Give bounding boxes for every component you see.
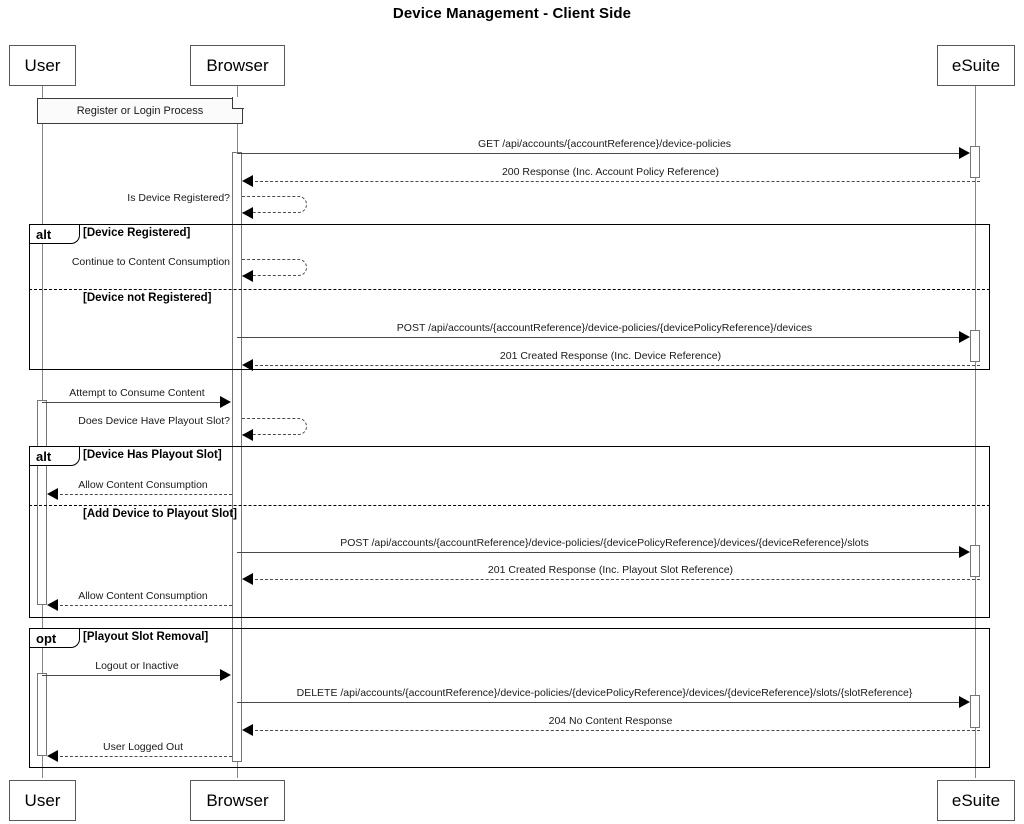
msg-post-devices-arrowhead-icon bbox=[959, 331, 970, 343]
msg-204-no-content-label: 204 No Content Response bbox=[548, 715, 673, 727]
msg-allow-content-consumption-2-label: Allow Content Consumption bbox=[78, 590, 208, 602]
msg-logout-or-inactive-arrowhead-icon bbox=[220, 669, 231, 681]
msg-is-device-registered-label: Is Device Registered? bbox=[127, 192, 230, 204]
msg-201-created-slot-label: 201 Created Response (Inc. Playout Slot … bbox=[487, 564, 734, 576]
activation-esuite-delete bbox=[970, 695, 980, 728]
msg-delete-slot-line bbox=[237, 702, 962, 703]
msg-get-device-policies-arrowhead-icon bbox=[959, 147, 970, 159]
participant-esuite-bottom[interactable]: eSuite bbox=[937, 780, 1015, 821]
participant-user-bottom[interactable]: User bbox=[9, 780, 76, 821]
fragment-alt-device-registration-guard-2: [Device not Registered] bbox=[83, 292, 212, 304]
activation-user-consume bbox=[37, 400, 47, 605]
fragment-alt-device-registration-divider bbox=[29, 289, 990, 290]
msg-does-device-have-playout-slot-loop bbox=[242, 418, 307, 435]
msg-is-device-registered-loop bbox=[242, 196, 307, 213]
msg-continue-to-content-consumption-arrowhead-icon bbox=[242, 270, 253, 282]
msg-post-slots-line bbox=[237, 552, 962, 553]
participant-browser-top[interactable]: Browser bbox=[190, 45, 285, 86]
participant-esuite-label-top: eSuite bbox=[951, 56, 1001, 75]
activation-browser-main bbox=[232, 152, 242, 762]
activation-user-logout bbox=[37, 673, 47, 756]
msg-allow-content-consumption-2-arrowhead-icon bbox=[47, 599, 58, 611]
note-register-or-login: Register or Login Process bbox=[37, 97, 244, 124]
msg-allow-content-consumption-2-line bbox=[55, 605, 232, 606]
lifeline-esuite bbox=[975, 86, 976, 778]
fragment-alt-playout-slot-operator: alt bbox=[30, 447, 80, 466]
fragment-alt-playout-slot-divider bbox=[29, 505, 990, 506]
msg-continue-to-content-consumption-label: Continue to Content Consumption bbox=[71, 256, 230, 268]
msg-200-response-line bbox=[250, 181, 980, 182]
activation-esuite-slots bbox=[970, 545, 980, 577]
participant-esuite-top[interactable]: eSuite bbox=[937, 45, 1015, 86]
msg-get-device-policies-label: GET /api/accounts/{accountReference}/dev… bbox=[477, 138, 732, 150]
msg-post-devices-line bbox=[237, 337, 962, 338]
participant-user-label-top: User bbox=[24, 56, 61, 75]
msg-delete-slot-arrowhead-icon bbox=[959, 696, 970, 708]
msg-get-device-policies-line bbox=[237, 153, 962, 154]
msg-200-response-label: 200 Response (Inc. Account Policy Refere… bbox=[501, 166, 720, 178]
fragment-alt-playout-slot-guard-1: [Device Has Playout Slot] bbox=[83, 449, 222, 461]
fragment-opt-playout-slot-removal-operator: opt bbox=[30, 629, 80, 648]
participant-esuite-label-bottom: eSuite bbox=[951, 791, 1001, 810]
note-fold-corner-icon bbox=[232, 97, 244, 109]
participant-browser-label-bottom: Browser bbox=[206, 791, 269, 810]
msg-is-device-registered-arrowhead-icon bbox=[242, 207, 253, 219]
msg-does-device-have-playout-slot-label: Does Device Have Playout Slot? bbox=[78, 415, 230, 427]
msg-allow-content-consumption-1-line bbox=[55, 494, 232, 495]
msg-204-no-content-line bbox=[250, 730, 980, 731]
activation-esuite-devices bbox=[970, 330, 980, 362]
msg-allow-content-consumption-1-arrowhead-icon bbox=[47, 488, 58, 500]
note-text: Register or Login Process bbox=[76, 105, 204, 117]
activation-esuite-policies bbox=[970, 146, 980, 178]
msg-user-logged-out-line bbox=[55, 756, 232, 757]
msg-attempt-to-consume-content-line bbox=[42, 402, 220, 403]
msg-201-created-slot-line bbox=[250, 579, 980, 580]
msg-user-logged-out-arrowhead-icon bbox=[47, 750, 58, 762]
msg-delete-slot-label: DELETE /api/accounts/{accountReference}/… bbox=[296, 687, 913, 699]
msg-200-response-arrowhead-icon bbox=[242, 175, 253, 187]
participant-user-label-bottom: User bbox=[24, 791, 61, 810]
msg-logout-or-inactive-line bbox=[42, 675, 220, 676]
msg-does-device-have-playout-slot-arrowhead-icon bbox=[242, 429, 253, 441]
msg-post-slots-arrowhead-icon bbox=[959, 546, 970, 558]
msg-allow-content-consumption-1-label: Allow Content Consumption bbox=[78, 479, 208, 491]
msg-201-created-device-label: 201 Created Response (Inc. Device Refere… bbox=[499, 350, 722, 362]
msg-post-slots-label: POST /api/accounts/{accountReference}/de… bbox=[340, 537, 869, 549]
msg-201-created-device-line bbox=[250, 365, 980, 366]
msg-post-devices-label: POST /api/accounts/{accountReference}/de… bbox=[396, 322, 813, 334]
msg-201-created-device-arrowhead-icon bbox=[242, 359, 253, 371]
participant-browser-label-top: Browser bbox=[206, 56, 269, 75]
note-body bbox=[37, 98, 243, 124]
msg-user-logged-out-label: User Logged Out bbox=[103, 741, 183, 753]
msg-204-no-content-arrowhead-icon bbox=[242, 724, 253, 736]
fragment-alt-playout-slot-guard-2: [Add Device to Playout Slot] bbox=[83, 508, 237, 520]
fragment-alt-device-registration-operator: alt bbox=[30, 225, 80, 244]
page-title: Device Management - Client Side bbox=[392, 5, 632, 22]
fragment-opt-playout-slot-removal-guard-1: [Playout Slot Removal] bbox=[83, 631, 209, 643]
msg-logout-or-inactive-label: Logout or Inactive bbox=[95, 660, 179, 672]
msg-continue-to-content-consumption-loop bbox=[242, 259, 307, 276]
msg-attempt-to-consume-content-label: Attempt to Consume Content bbox=[69, 387, 205, 399]
msg-201-created-slot-arrowhead-icon bbox=[242, 573, 253, 585]
msg-attempt-to-consume-content-arrowhead-icon bbox=[220, 396, 231, 408]
participant-browser-bottom[interactable]: Browser bbox=[190, 780, 285, 821]
fragment-alt-device-registration-guard-1: [Device Registered] bbox=[83, 227, 191, 239]
participant-user-top[interactable]: User bbox=[9, 45, 76, 86]
